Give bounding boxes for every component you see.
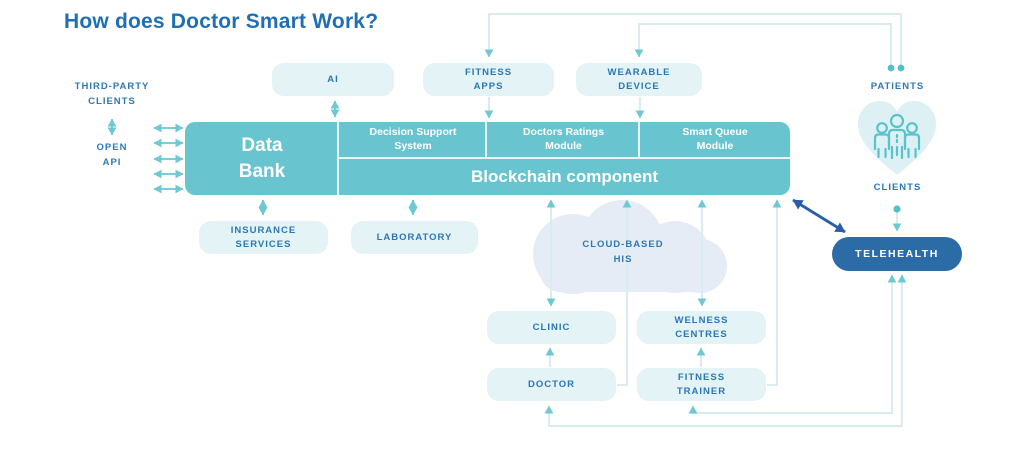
node-insurance-services: INSURANCE SERVICES	[199, 221, 328, 254]
label-patients: PATIENTS	[870, 80, 925, 92]
divider-dss-ratings	[485, 122, 487, 158]
node-blockchain-component: Blockchain component	[470, 166, 659, 186]
dot-clients	[893, 205, 901, 213]
dot-patients-left	[887, 64, 895, 72]
node-ai: AI	[272, 63, 394, 96]
connector-trainer-band	[767, 199, 782, 386]
node-data-bank: Data Bank	[238, 134, 286, 182]
node-welness-centres: WELNESS CENTRES	[637, 311, 766, 344]
heart-icon	[858, 101, 936, 175]
node-wearable-device: WEARABLE DEVICE	[576, 63, 702, 96]
label-open-api: OPEN API	[96, 142, 128, 168]
node-doctors-ratings-module: Doctors Ratings Module	[522, 126, 605, 152]
node-smart-queue-module: Smart Queue Module	[682, 126, 748, 152]
node-laboratory: LABORATORY	[351, 221, 478, 254]
node-fitness-apps: FITNESS APPS	[423, 63, 554, 96]
label-third-party-clients: THIRD-PARTY CLIENTS	[74, 81, 150, 107]
node-fitness-trainer: FITNESS TRAINER	[637, 368, 766, 401]
node-core-band	[185, 122, 790, 195]
connector-telehealth-doctor-loop	[544, 274, 907, 427]
dot-patients-right	[897, 64, 905, 72]
node-clinic: CLINIC	[487, 311, 616, 344]
label-clients: CLIENTS	[873, 181, 922, 193]
divider-blockchain	[337, 157, 790, 159]
connector-telehealth-trainer-loop	[688, 274, 897, 414]
connector-patients-wearable-loop	[634, 23, 892, 65]
arrow-blockchain-telehealth	[792, 198, 846, 234]
node-decision-support-system: Decision Support System	[369, 126, 457, 152]
connector-patients-fitnessapps-loop	[484, 13, 902, 65]
node-telehealth: TELEHEALTH	[832, 237, 962, 271]
people-group-icon	[873, 113, 921, 160]
node-doctor: DOCTOR	[487, 368, 616, 401]
page-title: How does Doctor Smart Work?	[64, 10, 379, 33]
divider-ratings-queue	[638, 122, 640, 158]
node-cloud-based-his: CLOUD-BASED HIS	[582, 239, 664, 265]
